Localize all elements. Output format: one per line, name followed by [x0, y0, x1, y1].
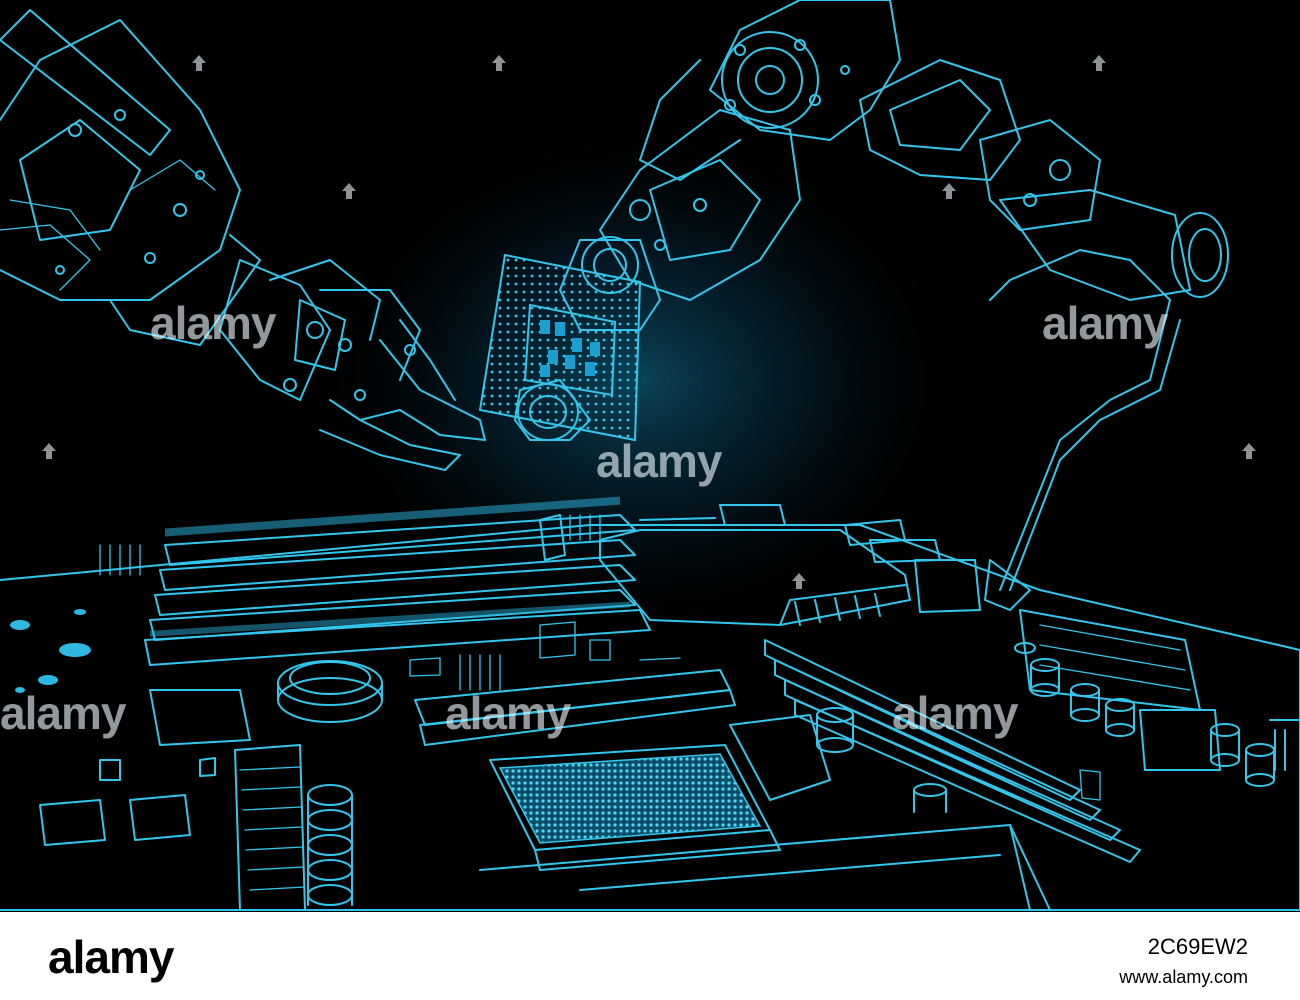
watermark-icon: [942, 183, 956, 199]
site-url: www.alamy.com: [1119, 967, 1248, 987]
cpu-chip-held: [478, 253, 642, 442]
watermark-icon: [1242, 443, 1256, 459]
watermark-text: alamy: [0, 687, 126, 739]
watermark-text: alamy: [596, 435, 722, 487]
watermark-icon: [342, 183, 356, 199]
right-robot-arm: [514, 0, 1229, 611]
cpu-socket-pins: [498, 753, 762, 844]
watermark-text: alamy: [445, 687, 571, 739]
background-glow: [310, 120, 970, 640]
watermark-icon: [492, 55, 506, 71]
watermark-icon: [192, 55, 206, 71]
watermark-text: alamy: [150, 297, 276, 349]
footer-bar: alamy 2C69EW2 www.alamy.com: [0, 912, 1300, 1000]
left-robot-arm: [0, 9, 486, 471]
watermark-icon: [1092, 55, 1106, 71]
illustration-canvas: [0, 0, 1300, 911]
image-id: 2C69EW2: [1147, 934, 1248, 959]
watermark-text: alamy: [1042, 297, 1168, 349]
watermark-icon: [792, 573, 806, 589]
board-pads: [10, 496, 630, 693]
motherboard: [0, 504, 1300, 911]
watermark-icon: [42, 443, 56, 459]
footer-logo: alamy: [48, 931, 174, 983]
watermark-text: alamy: [892, 687, 1018, 739]
